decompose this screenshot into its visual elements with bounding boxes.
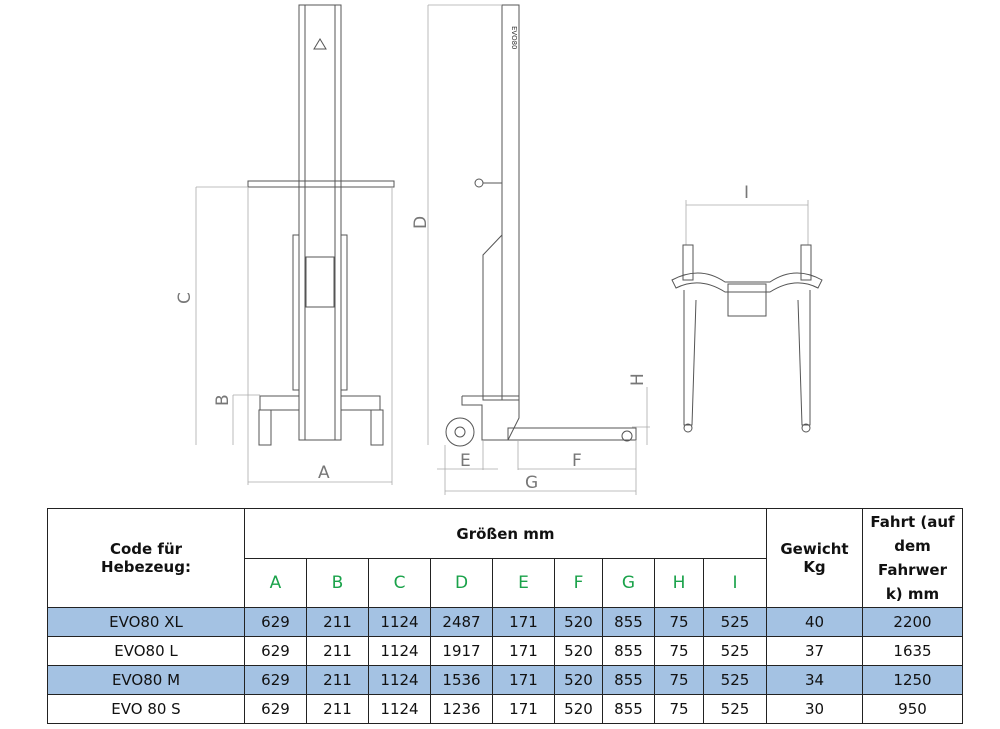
dim-label-i: I (744, 183, 749, 203)
header-sizes: Größen mm (244, 508, 767, 559)
cell-code: EVO80 L (47, 636, 245, 666)
header-letter-b: B (306, 558, 369, 608)
cell-value: 75 (654, 665, 704, 695)
cell-value: 1124 (368, 607, 431, 637)
cell-value: 211 (306, 636, 369, 666)
header-travel: Fahrt (auf dem Fahrwer k) mm (862, 508, 963, 608)
technical-drawing: A B C EVO80 D E F G H I (175, 4, 823, 495)
dim-label-h: H (628, 373, 648, 386)
rear-view: I (671, 183, 823, 433)
cell-travel: 1635 (862, 636, 963, 666)
header-letter-f: F (554, 558, 603, 608)
dim-label-a: A (318, 463, 330, 483)
dim-label-g: G (525, 473, 538, 493)
dim-label-f: F (572, 451, 582, 471)
cell-value: 1124 (368, 694, 431, 724)
cell-value: 525 (703, 636, 767, 666)
cell-weight: 30 (766, 694, 863, 724)
cell-value: 525 (703, 694, 767, 724)
cell-value: 525 (703, 607, 767, 637)
specifications-table: Code für Hebezeug: Größen mm Gewicht Kg … (47, 508, 963, 724)
side-view: EVO80 D E F G H (411, 4, 650, 495)
cell-value: 171 (492, 665, 555, 695)
cell-value: 629 (244, 607, 307, 637)
cell-value: 75 (654, 694, 704, 724)
cell-value: 1124 (368, 665, 431, 695)
header-weight: Gewicht Kg (766, 508, 863, 608)
cell-value: 520 (554, 636, 603, 666)
cell-value: 1917 (430, 636, 493, 666)
header-letter-i: I (703, 558, 767, 608)
cell-travel: 1250 (862, 665, 963, 695)
cell-value: 171 (492, 694, 555, 724)
front-view: A B C (175, 4, 395, 485)
cell-value: 855 (602, 665, 655, 695)
cell-weight: 34 (766, 665, 863, 695)
cell-value: 855 (602, 636, 655, 666)
cell-value: 171 (492, 607, 555, 637)
cell-value: 855 (602, 607, 655, 637)
cell-value: 1536 (430, 665, 493, 695)
dim-label-b: B (213, 394, 233, 406)
cell-value: 1236 (430, 694, 493, 724)
dim-label-c: C (175, 292, 195, 304)
cell-value: 1124 (368, 636, 431, 666)
cell-code: EVO80 XL (47, 607, 245, 637)
header-code: Code für Hebezeug: (47, 508, 245, 608)
cell-value: 525 (703, 665, 767, 695)
cell-value: 75 (654, 607, 704, 637)
cell-travel: 2200 (862, 607, 963, 637)
cell-value: 171 (492, 636, 555, 666)
cell-value: 2487 (430, 607, 493, 637)
column-mark: EVO80 (510, 26, 518, 50)
cell-travel: 950 (862, 694, 963, 724)
cell-code: EVO80 M (47, 665, 245, 695)
dim-label-d: D (411, 216, 431, 229)
cell-value: 211 (306, 694, 369, 724)
cell-value: 855 (602, 694, 655, 724)
header-letter-e: E (492, 558, 555, 608)
cell-weight: 40 (766, 607, 863, 637)
cell-value: 520 (554, 694, 603, 724)
cell-value: 520 (554, 607, 603, 637)
cell-value: 211 (306, 665, 369, 695)
header-letter-d: D (430, 558, 493, 608)
cell-code: EVO 80 S (47, 694, 245, 724)
header-letter-c: C (368, 558, 431, 608)
dim-label-e: E (460, 451, 471, 471)
cell-value: 629 (244, 694, 307, 724)
cell-value: 520 (554, 665, 603, 695)
header-letter-a: A (244, 558, 307, 608)
cell-weight: 37 (766, 636, 863, 666)
cell-value: 629 (244, 665, 307, 695)
cell-value: 75 (654, 636, 704, 666)
header-letter-g: G (602, 558, 655, 608)
cell-value: 211 (306, 607, 369, 637)
cell-value: 629 (244, 636, 307, 666)
header-letter-h: H (654, 558, 704, 608)
